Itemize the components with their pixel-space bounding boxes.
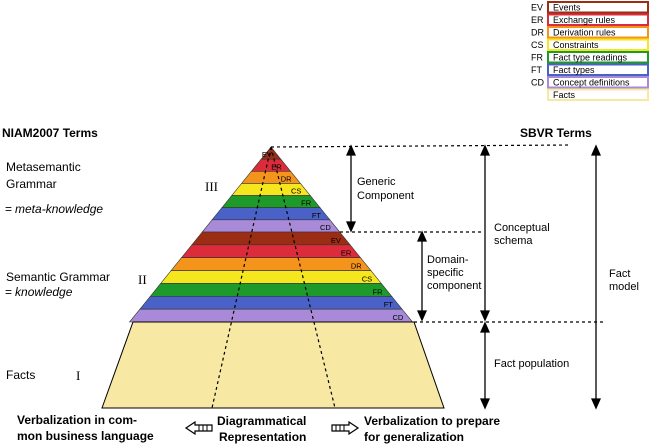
knowledge-label: =knowledge bbox=[5, 285, 72, 299]
legend-label: Derivation rules bbox=[553, 28, 616, 38]
legend-item: Fact type readings FR bbox=[531, 51, 649, 64]
legend-code: EV bbox=[531, 3, 543, 13]
sbvr-terms-heading: SBVR Terms bbox=[520, 126, 592, 140]
band-ev bbox=[191, 231, 351, 246]
specific-label: specific bbox=[427, 267, 464, 279]
legend-item: Derivation rules DR bbox=[531, 26, 649, 39]
band-label: CD bbox=[392, 313, 403, 322]
legend-label: Constraints bbox=[553, 40, 599, 50]
band-label: DR bbox=[351, 262, 362, 271]
legend-swatch bbox=[547, 13, 649, 26]
legend-item: Constraints CS bbox=[531, 38, 649, 51]
band-label: FT bbox=[384, 300, 394, 309]
band-label: DR bbox=[281, 174, 292, 183]
left-arrow-icon bbox=[184, 420, 213, 436]
legend-code: FR bbox=[531, 53, 543, 63]
equals-sign-2: = bbox=[5, 285, 13, 299]
bracket-arrows bbox=[345, 144, 602, 410]
right-arrow-icon bbox=[331, 420, 360, 436]
legend-code: DR bbox=[531, 28, 544, 38]
fact-label: Fact bbox=[609, 268, 631, 280]
band-label: ER bbox=[271, 162, 282, 171]
generalization-label: for generalization bbox=[364, 430, 465, 444]
knowledge-text: knowledge bbox=[15, 285, 73, 299]
band-cd bbox=[128, 308, 414, 323]
domain-component-label: component bbox=[427, 280, 482, 292]
legend-swatch bbox=[547, 38, 649, 51]
fact-population-label: Fact population bbox=[494, 358, 570, 370]
level-ii-numeral: II bbox=[138, 272, 147, 287]
semantic-grammar-label: Semantic Grammar bbox=[6, 270, 111, 284]
facts-layer bbox=[101, 321, 445, 409]
band-label: CS bbox=[362, 274, 372, 283]
band-dr bbox=[240, 170, 302, 184]
legend-label: Fact types bbox=[553, 65, 595, 75]
equals-sign: = bbox=[5, 202, 13, 216]
legend-code: ER bbox=[531, 15, 544, 25]
band-label: EV bbox=[331, 236, 341, 245]
band-er bbox=[180, 244, 362, 259]
generic-label: Generic bbox=[357, 176, 396, 188]
diagrammatical-label: Diagrammatical bbox=[217, 414, 307, 428]
legend-code: CS bbox=[531, 40, 544, 50]
component-label: Component bbox=[357, 190, 414, 202]
metasemantic-label: Metasemantic bbox=[6, 160, 81, 174]
section-lines bbox=[211, 144, 603, 409]
band-label: FR bbox=[373, 287, 384, 296]
legend-label: Fact type readings bbox=[553, 53, 628, 63]
level-i-numeral: I bbox=[76, 368, 81, 383]
band-dr bbox=[170, 257, 372, 271]
meta-knowledge-text: meta-knowledge bbox=[15, 202, 104, 216]
legend-item: Events EV bbox=[531, 1, 649, 14]
band-label: CS bbox=[291, 187, 301, 196]
band-fr bbox=[149, 283, 393, 297]
band-label: EV bbox=[262, 150, 272, 159]
legend-label: Concept definitions bbox=[553, 78, 630, 88]
representation-label: Representation bbox=[219, 430, 307, 444]
band-label: FR bbox=[301, 199, 312, 208]
legend-code: CD bbox=[531, 78, 544, 88]
legend-item: Concept definitions CD bbox=[531, 76, 649, 89]
band-label: FT bbox=[312, 211, 322, 220]
meta-knowledge-label: =meta-knowledge bbox=[5, 202, 103, 216]
legend-label: Facts bbox=[553, 90, 576, 100]
verbalization-prepare-label: Verbalization to prepare bbox=[364, 414, 501, 428]
legend-item: Fact types FT bbox=[531, 63, 649, 76]
grammar-label: Grammar bbox=[6, 177, 57, 191]
legend-label: Exchange rules bbox=[553, 15, 616, 25]
legend-swatch bbox=[547, 63, 649, 76]
legend-label: Events bbox=[553, 3, 581, 13]
conceptual-label: Conceptual bbox=[494, 222, 550, 234]
band-label: ER bbox=[341, 249, 352, 258]
domain-label: Domain- bbox=[427, 254, 469, 266]
legend-swatch bbox=[547, 1, 649, 14]
legend-swatch bbox=[547, 26, 649, 39]
band-ft bbox=[139, 295, 403, 310]
legend-item: Exchange rules ER bbox=[531, 13, 649, 26]
niam-terms-heading: NIAM2007 Terms bbox=[2, 126, 98, 140]
legend-swatch bbox=[547, 88, 649, 101]
legend-swatch bbox=[547, 76, 649, 89]
facts-label: Facts bbox=[6, 368, 36, 382]
model-label: model bbox=[609, 281, 639, 293]
band-cs bbox=[160, 270, 382, 284]
verbalization-common-label: Verbalization in com- bbox=[17, 413, 138, 427]
business-language-label: mon business language bbox=[17, 429, 154, 443]
legend-swatch bbox=[547, 51, 649, 64]
legend-item: Facts bbox=[547, 88, 649, 101]
schema-label: schema bbox=[494, 235, 533, 247]
level-iii-numeral: III bbox=[205, 179, 218, 194]
band-label: CD bbox=[320, 223, 331, 232]
legend-code: FT bbox=[531, 65, 542, 75]
